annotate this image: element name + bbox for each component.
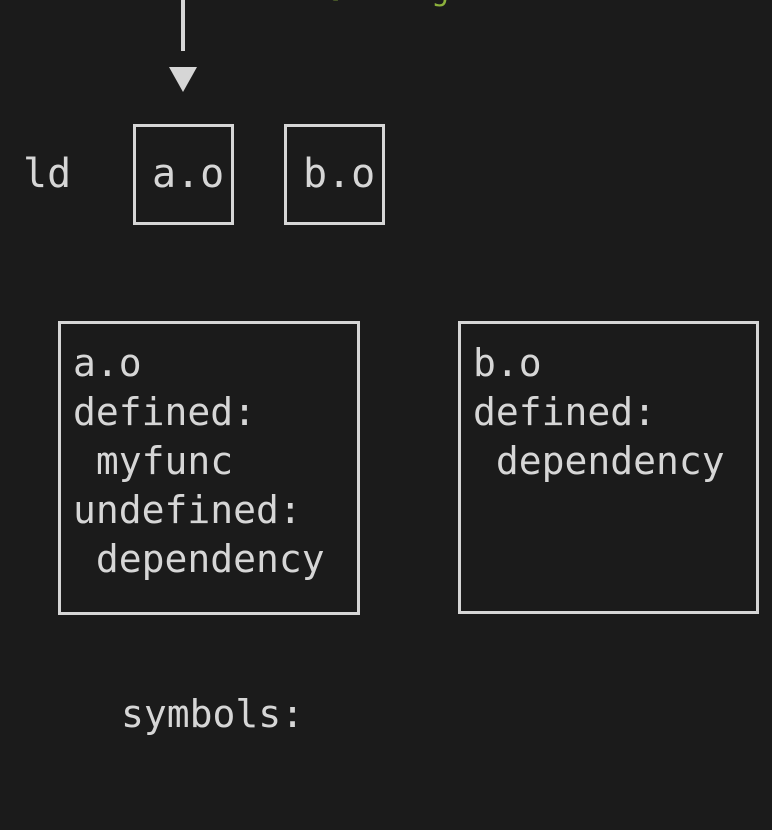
object-file-label-a-o: a.o — [152, 151, 225, 197]
symbol-panel-b-o: b.o defined: dependency — [458, 321, 759, 614]
symbol-panel-text-b-o: b.o defined: dependency — [473, 341, 725, 483]
down-arrow-shaft — [181, 0, 185, 51]
linker-label: ld — [23, 151, 72, 197]
symbols-label: symbols: — [121, 692, 305, 736]
object-file-box-b-o[interactable]: b.o — [284, 124, 385, 225]
object-file-box-a-o[interactable]: a.o — [133, 124, 234, 225]
symbol-panel-a-o: a.o defined: myfunc undefined: dependenc… — [58, 321, 360, 615]
symbol-panel-text-a-o: a.o defined: myfunc undefined: dependenc… — [73, 341, 325, 581]
down-arrow-icon — [169, 67, 197, 92]
clipped-header-text: linking — [0, 0, 772, 8]
object-file-label-b-o: b.o — [303, 151, 376, 197]
